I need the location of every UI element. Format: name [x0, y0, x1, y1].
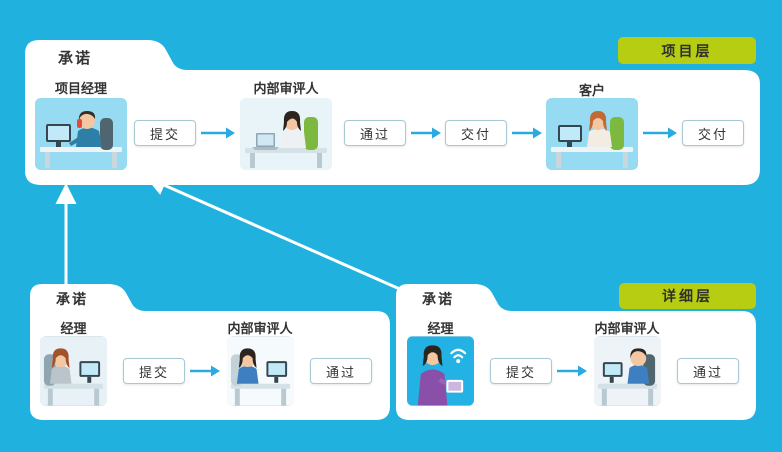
manager-label-left: 经理 [60, 322, 87, 337]
customer-label: 客户 [578, 84, 605, 99]
flow-arrow-icon [190, 365, 220, 377]
manager-illustration-right [407, 336, 474, 406]
detail-commitment-folder-right [396, 284, 756, 420]
project-manager-label: 项目经理 [54, 82, 107, 97]
detail-commitment-folder-left [30, 284, 390, 420]
project-folder-title: 承诺 [58, 49, 93, 67]
internal-reviewer-label-right: 内部审评人 [594, 322, 660, 337]
pass-step-box-left: 通过 [310, 358, 372, 384]
submit-step-box-right: 提交 [490, 358, 552, 384]
woman-at-computer-icon [40, 336, 107, 406]
flow-arrow-icon [411, 127, 441, 139]
internal-reviewer-label-top: 内部审评人 [253, 82, 319, 97]
deliver-step-box-1: 交付 [445, 120, 507, 146]
manager-illustration-left [40, 336, 107, 406]
flow-arrow-icon [643, 127, 677, 139]
flow-arrow-icon [201, 127, 235, 139]
flow-arrow-icon [512, 127, 542, 139]
woman-with-tablet-icon [407, 336, 474, 406]
detail-left-folder-title: 承诺 [56, 292, 88, 308]
submit-step-box-left: 提交 [123, 358, 185, 384]
project-layer-badge: 项目层 [618, 37, 756, 64]
internal-reviewer-label-left: 内部审评人 [227, 322, 293, 337]
woman-at-desk-icon [546, 98, 638, 170]
detail-layer-badge: 详细层 [619, 283, 756, 309]
internal-reviewer-illustration-right [594, 336, 661, 406]
woman-at-laptop-icon [240, 98, 332, 170]
internal-reviewer-illustration-top [240, 98, 332, 170]
internal-reviewer-illustration-left [227, 336, 294, 406]
flow-arrow-icon [557, 365, 587, 377]
project-manager-illustration [35, 98, 127, 170]
pass-step-box-right: 通过 [677, 358, 739, 384]
submit-step-box-top: 提交 [134, 120, 196, 146]
manager-label-right: 经理 [427, 322, 454, 337]
woman-at-computer-icon [227, 336, 294, 406]
man-at-computer-icon [594, 336, 661, 406]
detail-to-project-arrow-right [145, 175, 403, 292]
pass-step-box-top: 通过 [344, 120, 406, 146]
customer-illustration [546, 98, 638, 170]
detail-right-folder-title: 承诺 [422, 292, 454, 308]
deliver-step-box-2: 交付 [682, 120, 744, 146]
man-at-desk-icon [35, 98, 127, 170]
